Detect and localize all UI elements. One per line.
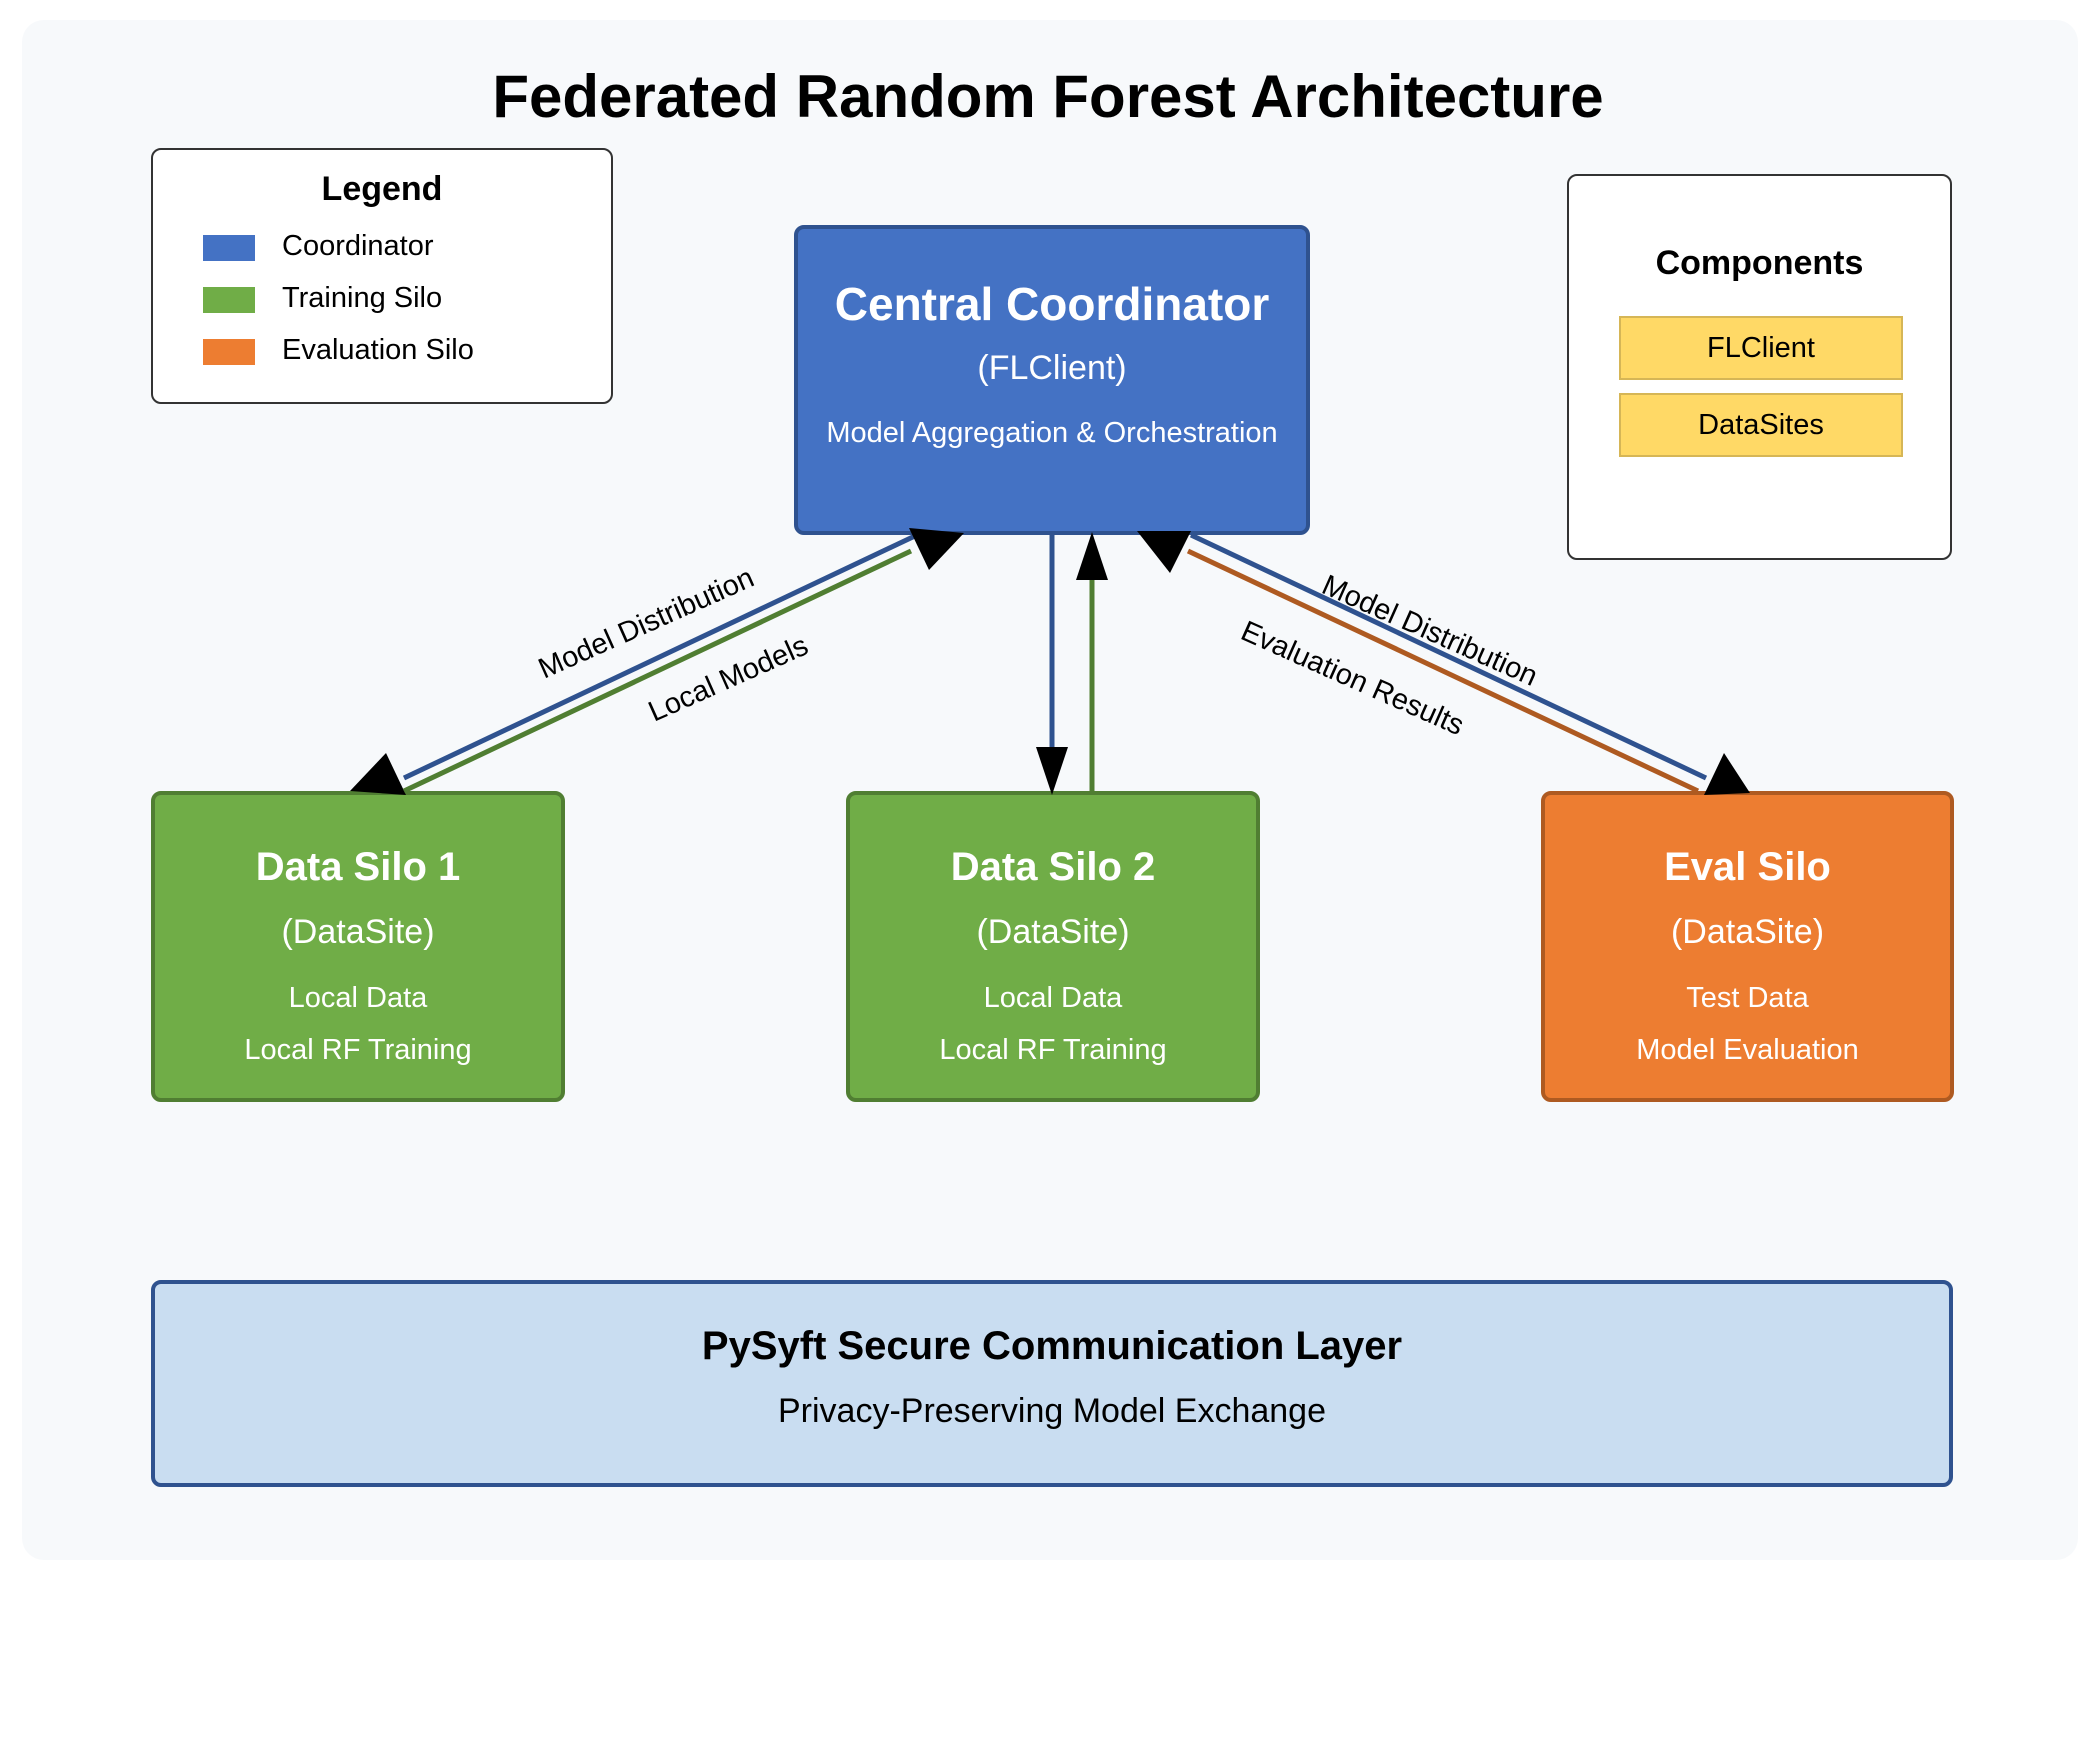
diagram-title: Federated Random Forest Architecture [492,63,1604,130]
coordinator-title: Central Coordinator [834,278,1270,330]
coordinator-desc: Model Aggregation & Orchestration [826,417,1278,449]
silo-line-2: Local RF Training [939,1034,1167,1066]
legend-label: Coordinator [282,230,434,262]
layer-title: PySyft Secure Communication Layer [701,1324,1403,1368]
eval-silo-type: (DataSite) [1670,913,1825,951]
label-local-models: Local Models [644,630,813,729]
legend-label: Training Silo [282,282,443,314]
arrowhead-icon [909,528,964,570]
eval-silo-node[interactable]: Eval Silo (DataSite) Test Data Model Eva… [1541,791,1954,1102]
central-coordinator-node[interactable]: Central Coordinator (FLClient) Model Agg… [794,225,1310,535]
components-box: Components FLClient DataSites [1567,174,1952,560]
component-datasites: DataSites [1619,393,1903,457]
edge-evaluation-results [1186,548,1700,794]
data-silo-1-node[interactable]: Data Silo 1 (DataSite) Local Data Local … [151,791,565,1102]
coordinator-type: (FLClient) [977,349,1127,387]
silo-title: Data Silo 2 [950,845,1156,889]
legend-swatch [203,235,255,261]
edge-model-distribution-silo1 [402,532,919,781]
arrowhead-icon [1036,747,1068,795]
silo-line-1: Local Data [288,982,428,1014]
arrowhead-icon [350,753,406,795]
eval-silo-line-2: Model Evaluation [1636,1034,1859,1066]
legend-swatch [203,339,255,365]
arrowhead-icon [1137,531,1191,573]
arrowhead-icon [1076,532,1108,580]
silo-line-2: Local RF Training [244,1034,472,1066]
data-silo-2-node[interactable]: Data Silo 2 (DataSite) Local Data Local … [846,791,1260,1102]
silo-type: (DataSite) [281,913,435,951]
components-title: Components [1655,244,1864,282]
pysyft-communication-layer[interactable]: PySyft Secure Communication Layer Privac… [151,1280,1953,1487]
silo-type: (DataSite) [976,913,1130,951]
edge-local-models [402,548,913,794]
layer-subtitle: Privacy-Preserving Model Exchange [777,1392,1327,1430]
silo-title: Data Silo 1 [255,845,461,889]
eval-silo-line-1: Test Data [1686,982,1809,1014]
silo-line-1: Local Data [983,982,1123,1014]
arrowhead-icon [1704,753,1750,795]
edge-model-distribution-eval [1189,532,1708,781]
legend-swatch [203,287,255,313]
legend-title: Legend [321,170,443,208]
component-flclient: FLClient [1619,316,1903,380]
eval-silo-title: Eval Silo [1664,845,1831,889]
legend-label: Evaluation Silo [282,334,474,366]
